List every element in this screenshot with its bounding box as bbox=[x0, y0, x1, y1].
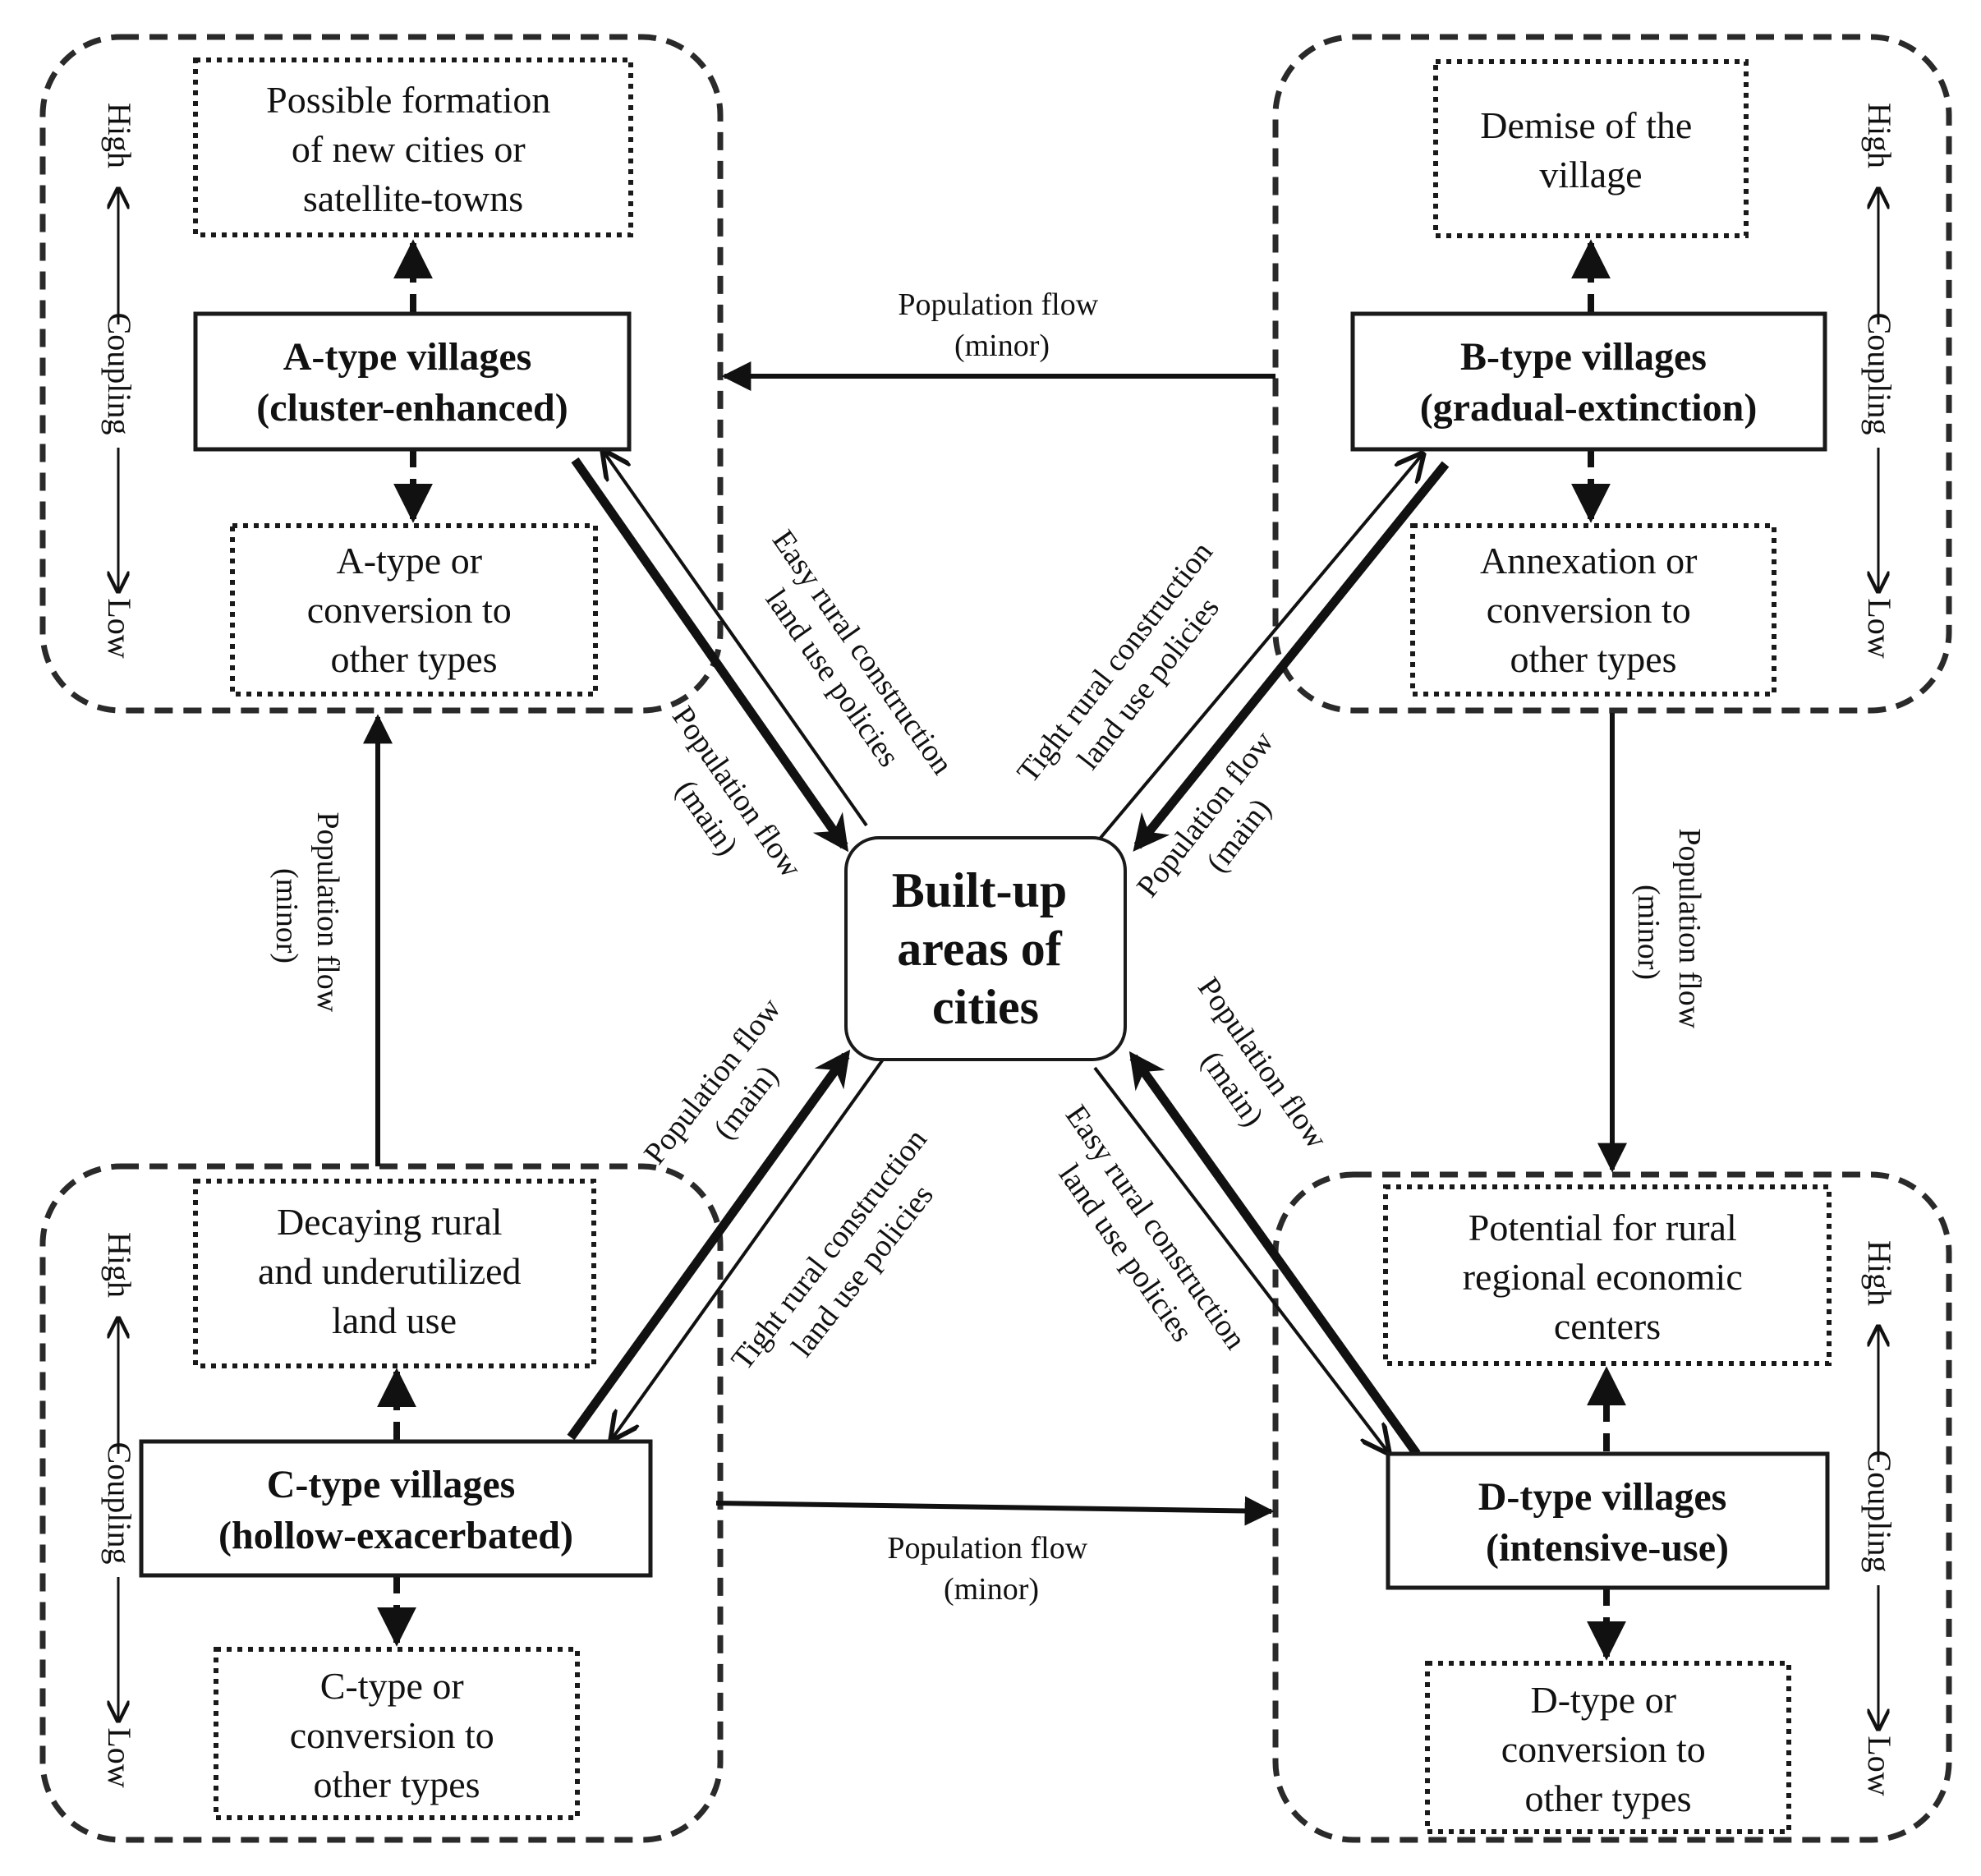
built-up-areas-title: Built-up areas of cities bbox=[892, 863, 1079, 1034]
a-low-outcome-text: A-type or conversion to other types bbox=[307, 540, 522, 680]
d-type-villages-title: D-type villages (intensive-use) bbox=[1478, 1475, 1737, 1570]
policy-label-d: Easy rural construction land use policie… bbox=[1027, 1099, 1257, 1385]
coupling-axis-b: High Coupling Low bbox=[1861, 103, 1898, 659]
d-low-outcome-box bbox=[1425, 1661, 1791, 1834]
b-high-outcome-text: Demise of the village bbox=[1480, 104, 1702, 195]
coupling-axis-b-low: Low bbox=[1861, 598, 1898, 658]
c-high-outcome-text: Decaying rural and underutilized land us… bbox=[258, 1201, 531, 1341]
c-high-outcome-box bbox=[193, 1179, 596, 1368]
b-low-outcome-text: Annexation or conversion to other types bbox=[1480, 540, 1707, 680]
b-low-outcome-box bbox=[1410, 523, 1776, 697]
main-flow-label-d: Population flow (main) bbox=[1159, 971, 1339, 1184]
c-type-villages-box bbox=[139, 1439, 653, 1578]
c-low-outcome-text: C-type or conversion to other types bbox=[290, 1665, 504, 1805]
coupling-axis-d-low: Low bbox=[1861, 1736, 1898, 1796]
b-type-villages-title: B-type villages (gradual-extinction) bbox=[1420, 335, 1758, 430]
main-flow-label-a: Population flow (main) bbox=[633, 700, 813, 913]
quadrant-b-frame bbox=[1272, 34, 1952, 714]
minor-flow-label-bottom: Population flow (minor) bbox=[887, 1531, 1095, 1607]
coupling-axis-a: High Coupling Low bbox=[101, 103, 138, 659]
b-high-outcome-box bbox=[1433, 59, 1749, 238]
policy-arrow-center-to-a bbox=[604, 452, 868, 827]
coupling-axis-d-high: High bbox=[1861, 1240, 1898, 1306]
main-flow-arrow-b-to-center bbox=[1133, 461, 1450, 852]
coupling-axis-c-low: Low bbox=[101, 1727, 138, 1787]
main-flow-arrow-c-to-center bbox=[567, 1049, 851, 1441]
minor-flow-label-right: Population flow (minor) bbox=[1631, 828, 1707, 1036]
policy-arrow-center-to-c bbox=[612, 1058, 885, 1439]
a-low-outcome-box bbox=[230, 523, 598, 697]
d-low-outcome-text: D-type or conversion to other types bbox=[1501, 1679, 1716, 1819]
coupling-axis-b-label: Coupling bbox=[1861, 313, 1898, 435]
d-type-villages-box bbox=[1386, 1451, 1830, 1590]
policy-arrow-center-to-d bbox=[1093, 1066, 1388, 1452]
a-type-villages-title: A-type villages (cluster-enhanced) bbox=[256, 335, 568, 430]
coupling-axis-d: High Coupling Low bbox=[1861, 1240, 1898, 1796]
coupling-axis-c-label: Coupling bbox=[101, 1442, 138, 1565]
quadrant-d-frame bbox=[1272, 1171, 1952, 1843]
a-high-outcome-text: Possible formation of new cities or sate… bbox=[266, 79, 560, 219]
minor-flow-label-left: Population flow (minor) bbox=[269, 812, 345, 1019]
quadrant-a-frame bbox=[39, 34, 724, 714]
built-up-areas-box bbox=[844, 836, 1127, 1061]
d-high-outcome-text: Potential for rural regional economic ce… bbox=[1463, 1207, 1753, 1347]
coupling-axis-a-label: Coupling bbox=[101, 313, 138, 435]
coupling-axis-c-high: High bbox=[101, 1232, 138, 1298]
policy-label-c: Tight rural construction land use polici… bbox=[724, 1116, 969, 1400]
c-low-outcome-box bbox=[214, 1647, 580, 1820]
coupling-axis-a-high: High bbox=[101, 103, 138, 168]
main-flow-arrow-a-to-center bbox=[571, 457, 849, 853]
c-type-villages-title: C-type villages (hollow-exacerbated) bbox=[218, 1463, 573, 1557]
coupling-axis-d-label: Coupling bbox=[1861, 1451, 1898, 1573]
coupling-axis-b-high: High bbox=[1861, 103, 1898, 168]
coupling-axis-c: High Coupling Low bbox=[101, 1232, 138, 1788]
a-type-villages-box bbox=[193, 311, 632, 452]
main-flow-label-c: Population flow (main) bbox=[637, 986, 824, 1195]
minor-flow-arrow-c-to-d bbox=[715, 1496, 1275, 1526]
policy-label-a: Easy rural construction land use policie… bbox=[733, 524, 964, 810]
d-high-outcome-box bbox=[1383, 1184, 1832, 1366]
coupling-axis-a-low: Low bbox=[101, 598, 138, 658]
policy-arrow-center-to-b bbox=[1099, 454, 1423, 839]
minor-flow-label-top: Population flow (minor) bbox=[898, 287, 1105, 363]
a-high-outcome-box bbox=[193, 57, 633, 237]
main-flow-arrow-d-to-center bbox=[1128, 1051, 1421, 1457]
b-type-villages-box bbox=[1350, 311, 1827, 452]
